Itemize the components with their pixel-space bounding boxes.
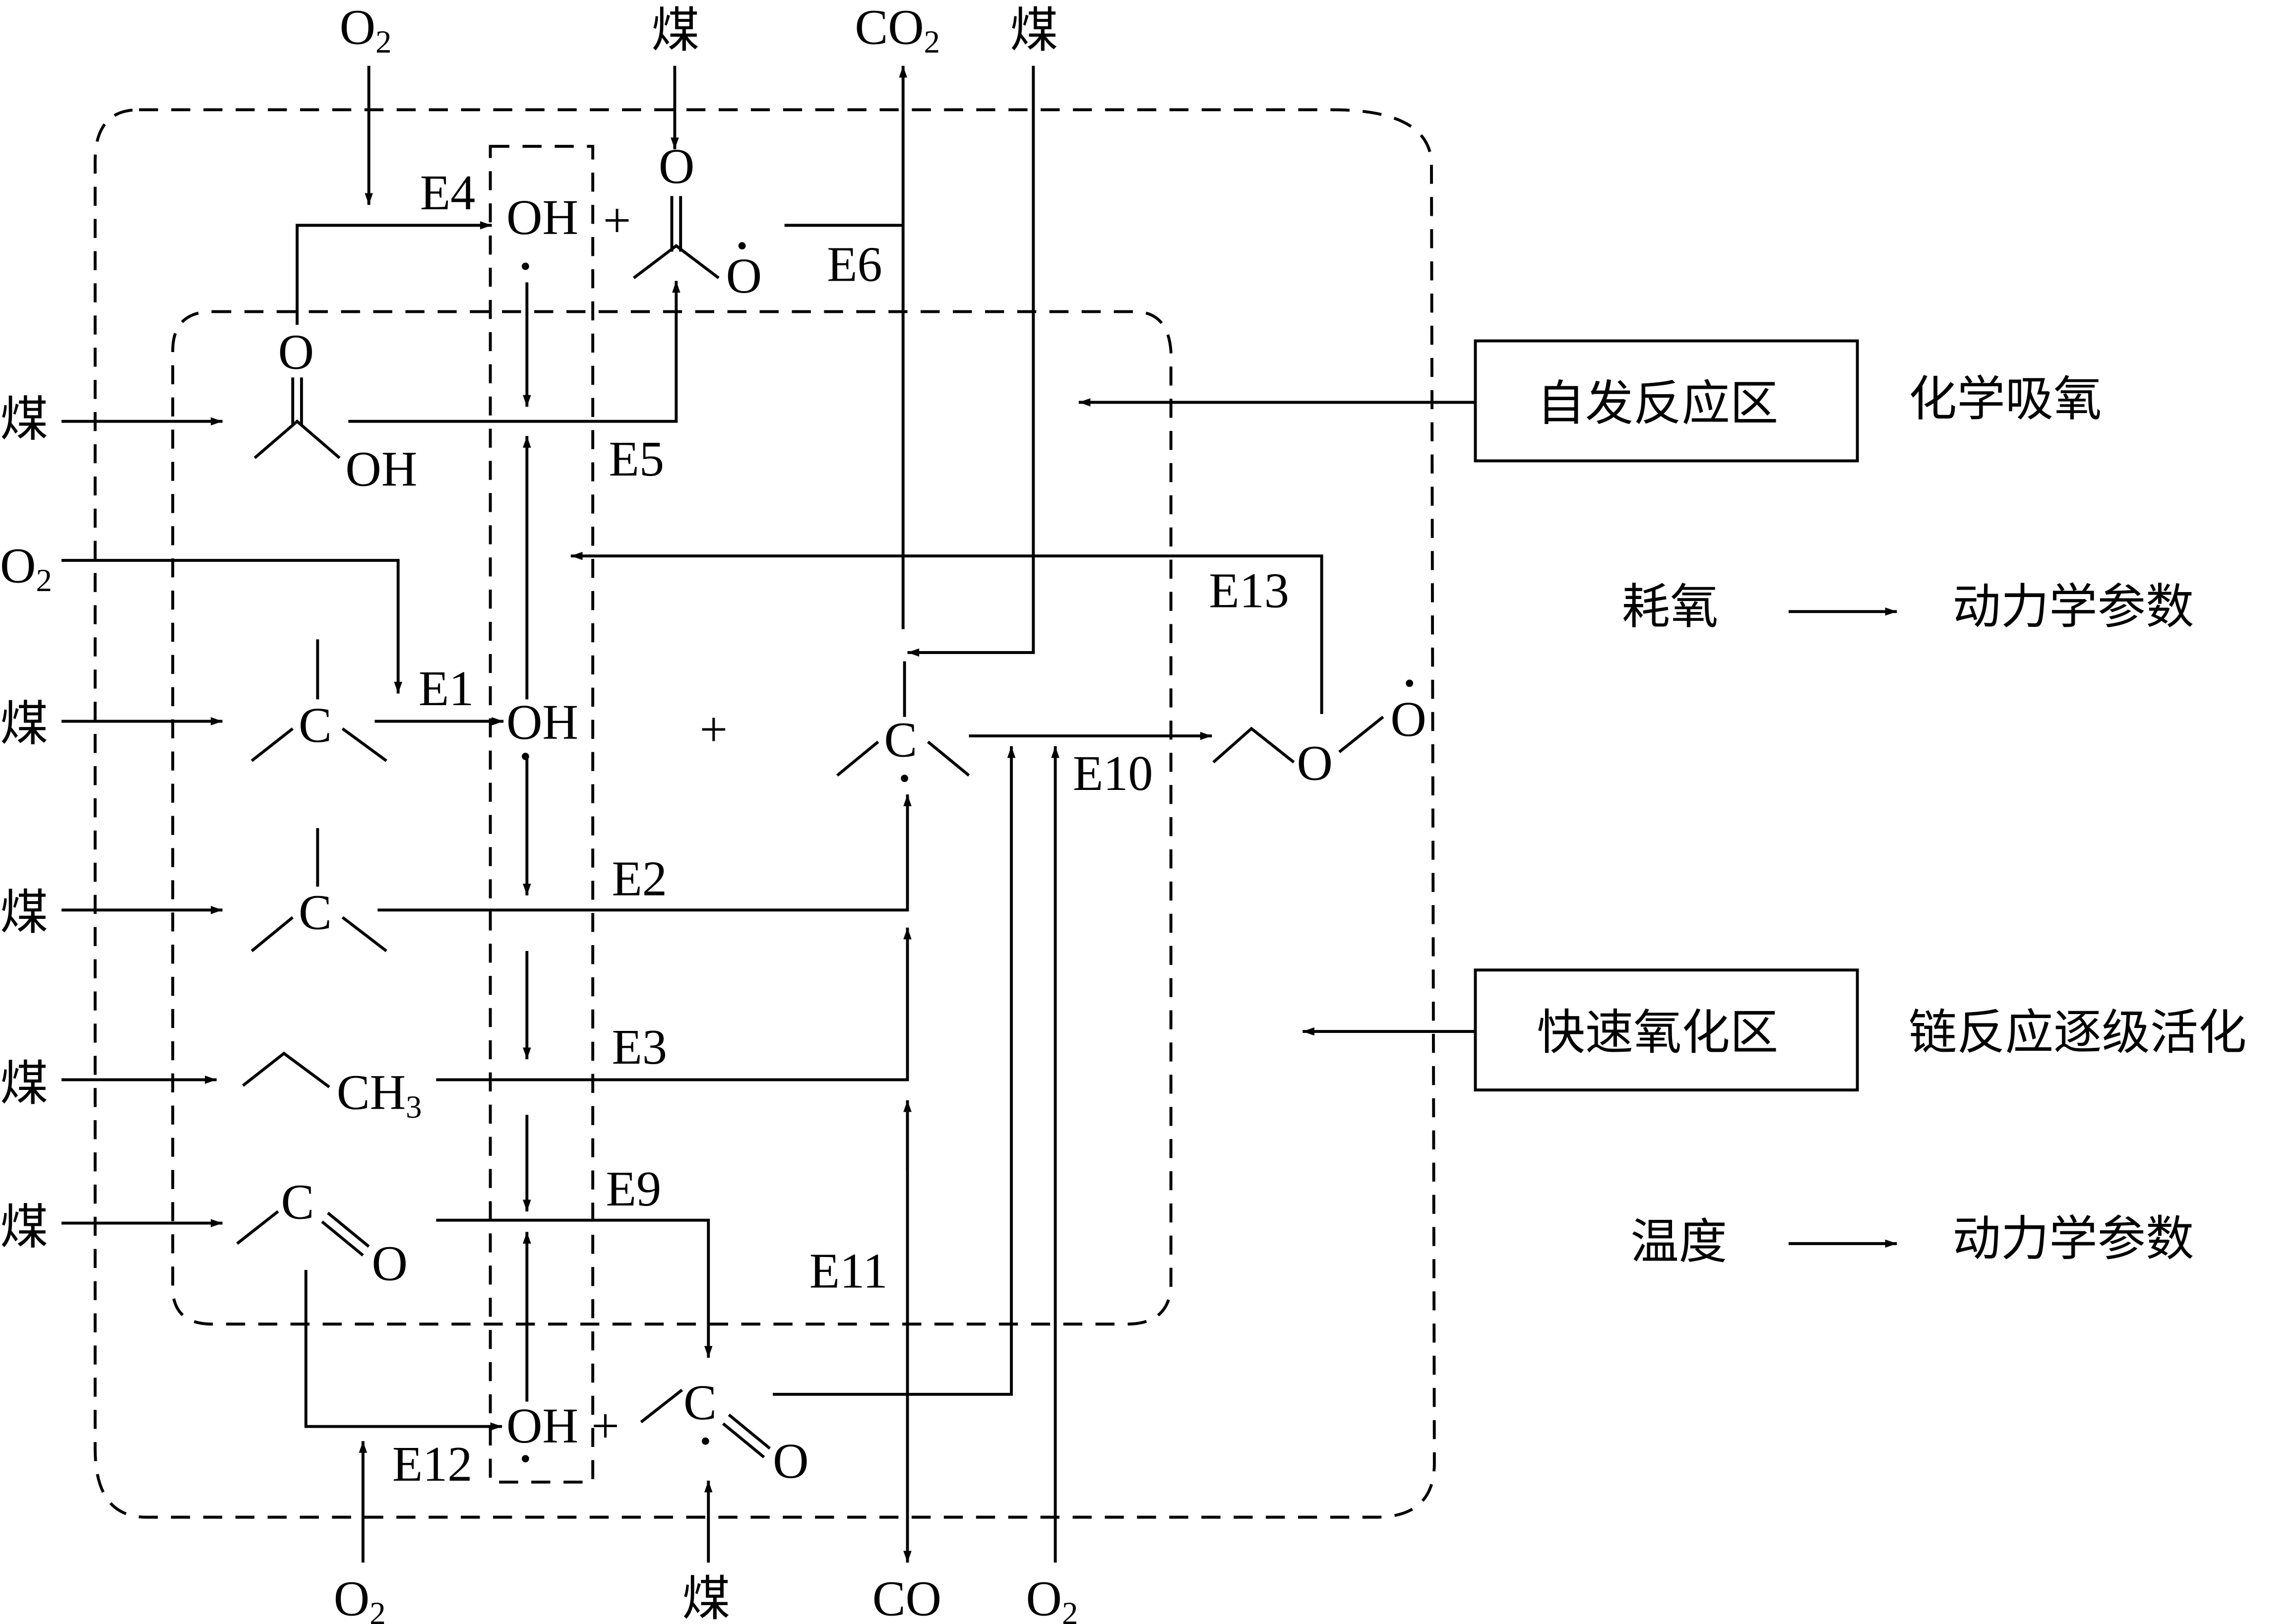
radical-dot: [521, 1455, 529, 1462]
top-co2-label: CO2: [855, 0, 940, 60]
plus-bottom: +: [591, 1398, 620, 1453]
left-coal-label-4: 煤: [0, 1056, 48, 1112]
carboxyl-radical-o: O: [726, 248, 762, 303]
spontaneous-zone-description: 化学吸氧: [1909, 371, 2102, 427]
rapid-zone-label: 快速氧化区: [1537, 1004, 1778, 1060]
oh-radical-top: OH: [506, 190, 578, 245]
acyl-to-e12-arrow: [773, 746, 1016, 1396]
label-e11: E11: [809, 1243, 888, 1298]
e5-arrow: [348, 281, 681, 423]
label-e13: E13: [1209, 563, 1289, 618]
radical-dot: [738, 242, 746, 250]
top-coal-label-2: 煤: [1010, 2, 1058, 58]
e2-arrow: [377, 794, 912, 912]
bottom-co-label: CO: [872, 1571, 941, 1624]
spontaneous-zone-box: [1474, 339, 1859, 463]
methyl-group: CH3: [337, 1065, 422, 1125]
e4-arrow: [296, 221, 492, 325]
radical-dot: [521, 262, 529, 270]
carbonyl-c: C: [281, 1175, 314, 1230]
label-e4: E4: [420, 165, 475, 220]
oh-radical-bottom: OH: [506, 1398, 578, 1453]
carbonyl-o: O: [372, 1236, 408, 1291]
plus-middle: +: [700, 702, 728, 757]
top-coal-label-1: 煤: [651, 2, 699, 58]
double-bond: [327, 1211, 370, 1248]
label-e5: E5: [609, 431, 664, 486]
relation-2-to: 动力学参数: [1952, 1210, 2194, 1266]
coal-to-c-radical-arrow: [907, 65, 1035, 657]
plus-top: +: [603, 193, 631, 248]
outer-zone-boundary: [93, 108, 1436, 1519]
oh-radical-middle: OH: [506, 695, 578, 750]
carboxylic-acid-o: O: [278, 325, 314, 380]
bottom-o2-label-2: O2: [1026, 1571, 1078, 1624]
radical-dot: [701, 1437, 709, 1445]
e3-arrow: [436, 927, 912, 1082]
acyl-bond: [640, 1388, 683, 1424]
relation-1-to: 动力学参数: [1952, 579, 2194, 635]
o2-e1-arrow: [61, 559, 402, 694]
peroxy-radical-o: O: [1390, 692, 1426, 747]
double-bond: [722, 1422, 765, 1458]
label-e1: E1: [419, 661, 474, 716]
radical-dot: [521, 753, 529, 760]
inner-zone-boundary: [171, 310, 1173, 1326]
label-e6: E6: [827, 237, 882, 292]
label-e2: E2: [612, 851, 667, 906]
label-e9: E12: [392, 1437, 473, 1492]
left-coal-label-5: 煤: [0, 1199, 48, 1255]
carbon-e1: C: [299, 698, 332, 753]
carboxylic-skeleton: [253, 419, 341, 459]
e13-arrow: [570, 551, 1323, 714]
left-coal-label-2: 煤: [0, 696, 48, 752]
ethyl-skeleton: [242, 1051, 330, 1088]
left-coal-label-1: 煤: [0, 391, 48, 447]
left-coal-label-3: 煤: [0, 885, 48, 941]
spontaneous-zone-label: 自发反应区: [1537, 375, 1778, 431]
carbon-e2: C: [299, 885, 332, 940]
peroxy-o: O: [1297, 736, 1332, 791]
label-e3: E3: [612, 1020, 667, 1075]
top-o2-label: O2: [340, 0, 392, 60]
acyl-radical-c: C: [683, 1375, 717, 1430]
radical-dot: [1406, 679, 1414, 687]
peroxy-bond: [1338, 716, 1384, 753]
e9-arrow: [304, 1269, 502, 1431]
carboxyl-radical-o-top: O: [659, 139, 694, 194]
double-bond: [321, 1220, 364, 1257]
double-bond: [728, 1413, 771, 1450]
c-bond-right: [927, 740, 970, 777]
carboxyl-skeleton: [632, 243, 720, 279]
c-bond-right: [341, 727, 387, 762]
e10-arrow: [436, 1218, 713, 1358]
c-bond-right: [341, 916, 387, 953]
acyl-radical-o: O: [773, 1434, 808, 1489]
peroxy-skeleton: [1212, 726, 1295, 764]
carbon-radical: C: [884, 712, 917, 767]
relation-2-from: 温度: [1630, 1213, 1727, 1269]
radical-dot: [901, 775, 909, 782]
left-o2-label: O2: [0, 538, 52, 599]
carbonyl-bond: [236, 1210, 279, 1245]
label-e12: E10: [1073, 746, 1153, 801]
bottom-o2-label-1: O2: [334, 1571, 386, 1624]
label-e10: E9: [606, 1161, 661, 1216]
carboxylic-acid-oh: OH: [345, 442, 417, 497]
rapid-zone-description: 链反应逐级活化: [1909, 1004, 2247, 1060]
oh-radical-column: [489, 145, 595, 1484]
c-bond-left: [250, 916, 294, 953]
bottom-coal-label: 煤: [682, 1570, 730, 1624]
c-bond-left: [836, 740, 879, 777]
relation-1-from: 耗氧: [1622, 579, 1719, 635]
c-bond-left: [250, 727, 294, 762]
